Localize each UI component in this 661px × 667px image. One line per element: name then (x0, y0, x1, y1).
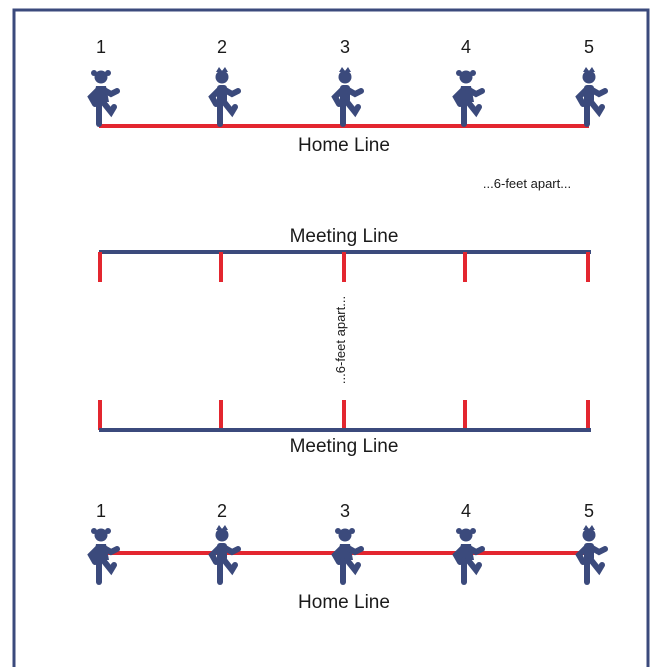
bottom-number-2: 2 (217, 501, 227, 521)
top-home-group: 1 2 3 4 5 Home Line (87, 37, 608, 156)
bottom-home-group: 1 2 3 4 5 Home Line (87, 501, 608, 613)
bottom-number-3: 3 (340, 501, 350, 521)
boy-running-icon (331, 67, 364, 127)
meeting-bottom-ticks (98, 400, 590, 430)
top-number-4: 4 (461, 37, 471, 57)
bottom-number-1: 1 (96, 501, 106, 521)
bottom-home-line-label: Home Line (298, 592, 390, 613)
bottom-figures (87, 525, 608, 585)
boy-running-icon (208, 525, 241, 585)
meeting-line-top-label: Meeting Line (290, 226, 399, 247)
girl-running-icon (87, 70, 120, 127)
top-number-3: 3 (340, 37, 350, 57)
top-number-2: 2 (217, 37, 227, 57)
meeting-line-bottom-label: Meeting Line (290, 436, 399, 457)
girl-running-icon (452, 70, 485, 127)
top-numbers: 1 2 3 4 5 (96, 37, 594, 57)
meeting-area: Meeting Line ...6-feet apart... Meeting … (98, 226, 591, 457)
top-home-line-label: Home Line (298, 135, 390, 156)
bottom-number-4: 4 (461, 501, 471, 521)
bottom-numbers: 1 2 3 4 5 (96, 501, 594, 521)
vertical-spacing-note: ...6-feet apart... (333, 296, 348, 384)
boy-running-icon (575, 525, 608, 585)
girl-running-icon (452, 528, 485, 585)
meeting-top-ticks (98, 252, 590, 282)
boy-running-icon (575, 67, 608, 127)
top-number-1: 1 (96, 37, 106, 57)
top-figures (87, 67, 608, 127)
bottom-number-5: 5 (584, 501, 594, 521)
boy-running-icon (208, 67, 241, 127)
top-number-5: 5 (584, 37, 594, 57)
girl-running-icon (331, 528, 364, 585)
girl-running-icon (87, 528, 120, 585)
frame-border (12, 8, 650, 667)
horizontal-spacing-note: ...6-feet apart... (483, 176, 571, 191)
